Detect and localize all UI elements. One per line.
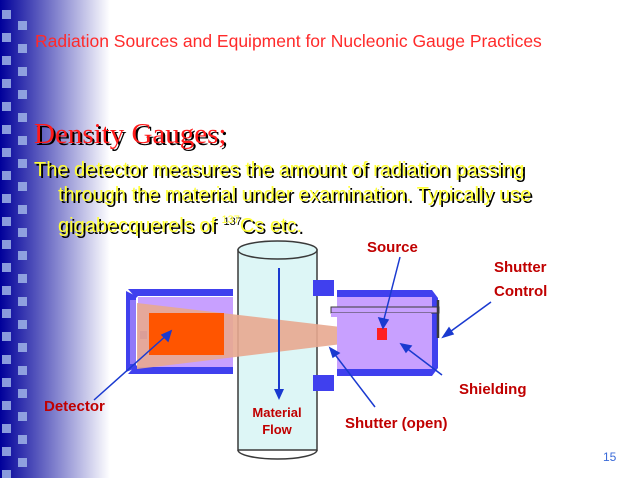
- shielding-label: Shielding: [459, 381, 527, 398]
- slide-heading: Density Gauges;: [34, 118, 227, 150]
- body-line-3-text: gigabecquerels of: [58, 215, 222, 237]
- left-gradient-band: [0, 0, 110, 478]
- isotope-mass-number: 137: [221, 214, 240, 226]
- body-line-3: gigabecquerels of 137Cs etc.: [34, 214, 634, 239]
- flow-arrow: [274, 268, 284, 400]
- slide-number: 15: [603, 450, 617, 464]
- detector-crystal: [149, 313, 224, 355]
- shutter-open-label: Shutter (open): [345, 415, 448, 432]
- source-housing: [313, 280, 440, 391]
- leader-lines: [93, 256, 492, 408]
- body-line-3-rest: Cs etc.: [239, 215, 303, 237]
- shutter-plate: [330, 306, 440, 314]
- slide-header: Radiation Sources and Equipment for Nucl…: [35, 31, 542, 51]
- material-flow-label-line2: Flow: [262, 422, 292, 437]
- detector-label: Detector: [44, 398, 105, 415]
- source-label: Source: [367, 239, 418, 256]
- left-square-pattern: [2, 10, 27, 478]
- shutter-control-label-line2: Control: [494, 283, 547, 300]
- body-line-2: through the material under examination. …: [58, 184, 532, 206]
- slide-body-text: The detector measures the amount of radi…: [34, 158, 634, 239]
- shutter-control-label-line1: Shutter: [494, 259, 547, 276]
- body-line-1: The detector measures the amount of radi…: [34, 159, 525, 181]
- radiation-source: [377, 328, 387, 340]
- material-flow-label-line1: Material: [252, 405, 301, 420]
